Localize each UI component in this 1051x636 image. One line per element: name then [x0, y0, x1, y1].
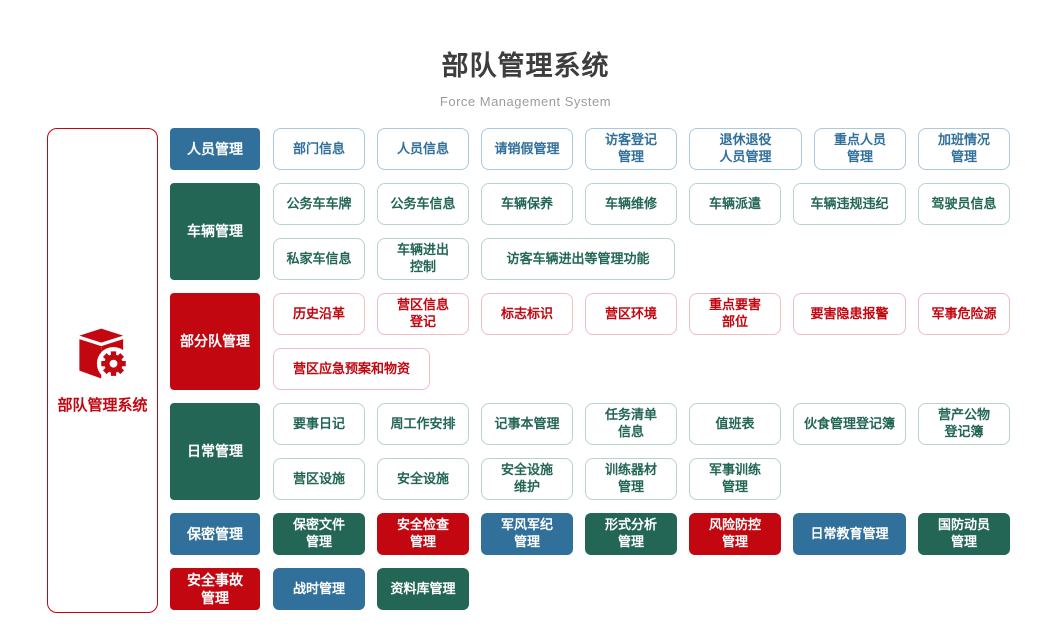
feature-node: 日常教育管理 [793, 513, 906, 555]
feature-node: 访客登记 管理 [585, 128, 677, 170]
feature-node: 要害隐患报警 [793, 293, 906, 335]
feature-node: 私家车信息 [273, 238, 365, 280]
group-personnel: 人员管理 部门信息 人员信息 请销假管理 访客登记 管理 退休退役 人员管理 重… [170, 128, 1010, 170]
group-label-daily: 日常管理 [170, 403, 260, 500]
feature-node: 军事训练 管理 [689, 458, 781, 500]
group-label-confidentiality: 保密管理 [170, 513, 260, 555]
group-label-subunit: 部分队管理 [170, 293, 260, 390]
feature-node: 公务车车牌 [273, 183, 365, 225]
feature-node: 营产公物 登记簿 [918, 403, 1010, 445]
feature-node: 驾驶员信息 [918, 183, 1010, 225]
feature-node: 车辆维修 [585, 183, 677, 225]
group-confidentiality: 保密管理 保密文件 管理 安全检查 管理 军风军纪 管理 形式分析 管理 风险防… [170, 513, 1010, 555]
feature-node: 车辆保养 [481, 183, 573, 225]
feature-node: 历史沿革 [273, 293, 365, 335]
feature-node: 安全设施 [377, 458, 469, 500]
feature-node: 部门信息 [273, 128, 365, 170]
feature-node: 人员信息 [377, 128, 469, 170]
feature-node: 军事危险源 [918, 293, 1010, 335]
feature-node: 形式分析 管理 [585, 513, 677, 555]
feature-node: 任务清单 信息 [585, 403, 677, 445]
feature-node: 车辆派遣 [689, 183, 781, 225]
group-label-vehicle: 车辆管理 [170, 183, 260, 280]
feature-node: 风险防控 管理 [689, 513, 781, 555]
feature-node: 访客车辆进出等管理功能 [481, 238, 675, 280]
feature-node: 退休退役 人员管理 [689, 128, 802, 170]
feature-node: 加班情况 管理 [918, 128, 1010, 170]
page-subtitle: Force Management System [439, 94, 612, 109]
feature-node: 资料库管理 [377, 568, 469, 610]
feature-node: 保密文件 管理 [273, 513, 365, 555]
feature-node: 请销假管理 [481, 128, 573, 170]
group-vehicle: 车辆管理 公务车车牌 公务车信息 车辆保养 车辆维修 车辆派遣 车辆违规违纪 驾… [170, 183, 1010, 280]
feature-node: 伙食管理登记簿 [793, 403, 906, 445]
system-root-label: 部队管理系统 [57, 397, 148, 414]
feature-groups: 人员管理 部门信息 人员信息 请销假管理 访客登记 管理 退休退役 人员管理 重… [170, 128, 1010, 610]
feature-node: 值班表 [689, 403, 781, 445]
feature-node: 营区信息 登记 [377, 293, 469, 335]
feature-node: 重点人员 管理 [814, 128, 906, 170]
feature-node: 安全设施 维护 [481, 458, 573, 500]
feature-node: 记事本管理 [481, 403, 573, 445]
feature-node: 训练器材 管理 [585, 458, 677, 500]
feature-node: 军风军纪 管理 [481, 513, 573, 555]
feature-node: 重点要害 部位 [689, 293, 781, 335]
group-safety-incident: 安全事故 管理 战时管理 资料库管理 [170, 568, 1010, 610]
feature-node: 车辆进出 控制 [377, 238, 469, 280]
group-daily: 日常管理 要事日记 周工作安排 记事本管理 任务清单 信息 值班表 伙食管理登记… [170, 403, 1010, 500]
feature-node: 公务车信息 [377, 183, 469, 225]
group-label-safety-incident: 安全事故 管理 [170, 568, 260, 610]
feature-node: 周工作安排 [377, 403, 469, 445]
feature-node: 车辆违规违纪 [793, 183, 906, 225]
page-title: 部队管理系统 [441, 51, 610, 81]
feature-node: 要事日记 [273, 403, 365, 445]
group-label-personnel: 人员管理 [170, 128, 260, 170]
feature-node: 营区应急预案和物资 [273, 348, 430, 390]
system-root-card: 部队管理系统 [47, 128, 158, 613]
feature-node: 营区环境 [585, 293, 677, 335]
feature-node: 安全检查 管理 [377, 513, 469, 555]
feature-node: 国防动员 管理 [918, 513, 1010, 555]
cube-gear-icon [78, 328, 130, 381]
feature-node: 标志标识 [481, 293, 573, 335]
feature-node: 战时管理 [273, 568, 365, 610]
feature-node: 营区设施 [273, 458, 365, 500]
group-subunit: 部分队管理 历史沿革 营区信息 登记 标志标识 营区环境 重点要害 部位 要害隐… [170, 293, 1010, 390]
